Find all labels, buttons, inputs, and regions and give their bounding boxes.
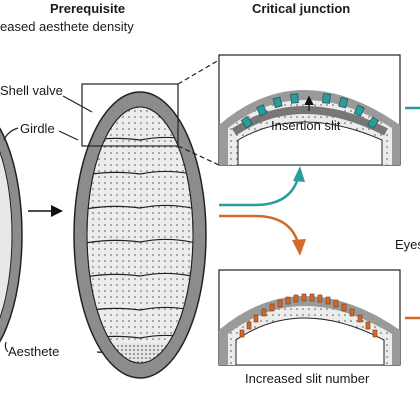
left-chiton-partial bbox=[0, 127, 23, 343]
teal-arrow bbox=[219, 177, 300, 207]
girdle-label: Girdle bbox=[20, 121, 55, 136]
teal-arrow-head bbox=[293, 166, 305, 182]
insertion-slits-teal bbox=[240, 93, 380, 129]
aesthete-label: Aesthete bbox=[8, 344, 60, 359]
zoom-line-top bbox=[177, 59, 220, 85]
zoom-box bbox=[81, 83, 179, 147]
detail-panel-bottom bbox=[218, 269, 401, 366]
orange-arrow-head bbox=[292, 239, 306, 256]
critical-junction-title: Critical junction bbox=[252, 1, 351, 16]
prerequisite-subtitle: eased aesthete density bbox=[0, 19, 134, 34]
center-chiton bbox=[73, 91, 207, 379]
shell-valve-leader bbox=[62, 95, 93, 113]
left-girdle-leader bbox=[3, 127, 19, 141]
orange-arrow bbox=[219, 214, 300, 244]
insertion-slits-orange bbox=[239, 293, 378, 338]
insertion-slit-label: Insertion slit bbox=[271, 118, 341, 133]
left-aesthete-leader bbox=[4, 341, 9, 353]
detail-panel-top bbox=[218, 54, 401, 166]
shell-valve-label: Shell valve bbox=[0, 83, 63, 98]
prerequisite-title: Prerequisite bbox=[50, 1, 126, 16]
increased-slit-number-label: Increased slit number bbox=[245, 371, 370, 386]
girdle-leader bbox=[58, 130, 79, 141]
eyes-label: Eyes bbox=[395, 237, 420, 252]
